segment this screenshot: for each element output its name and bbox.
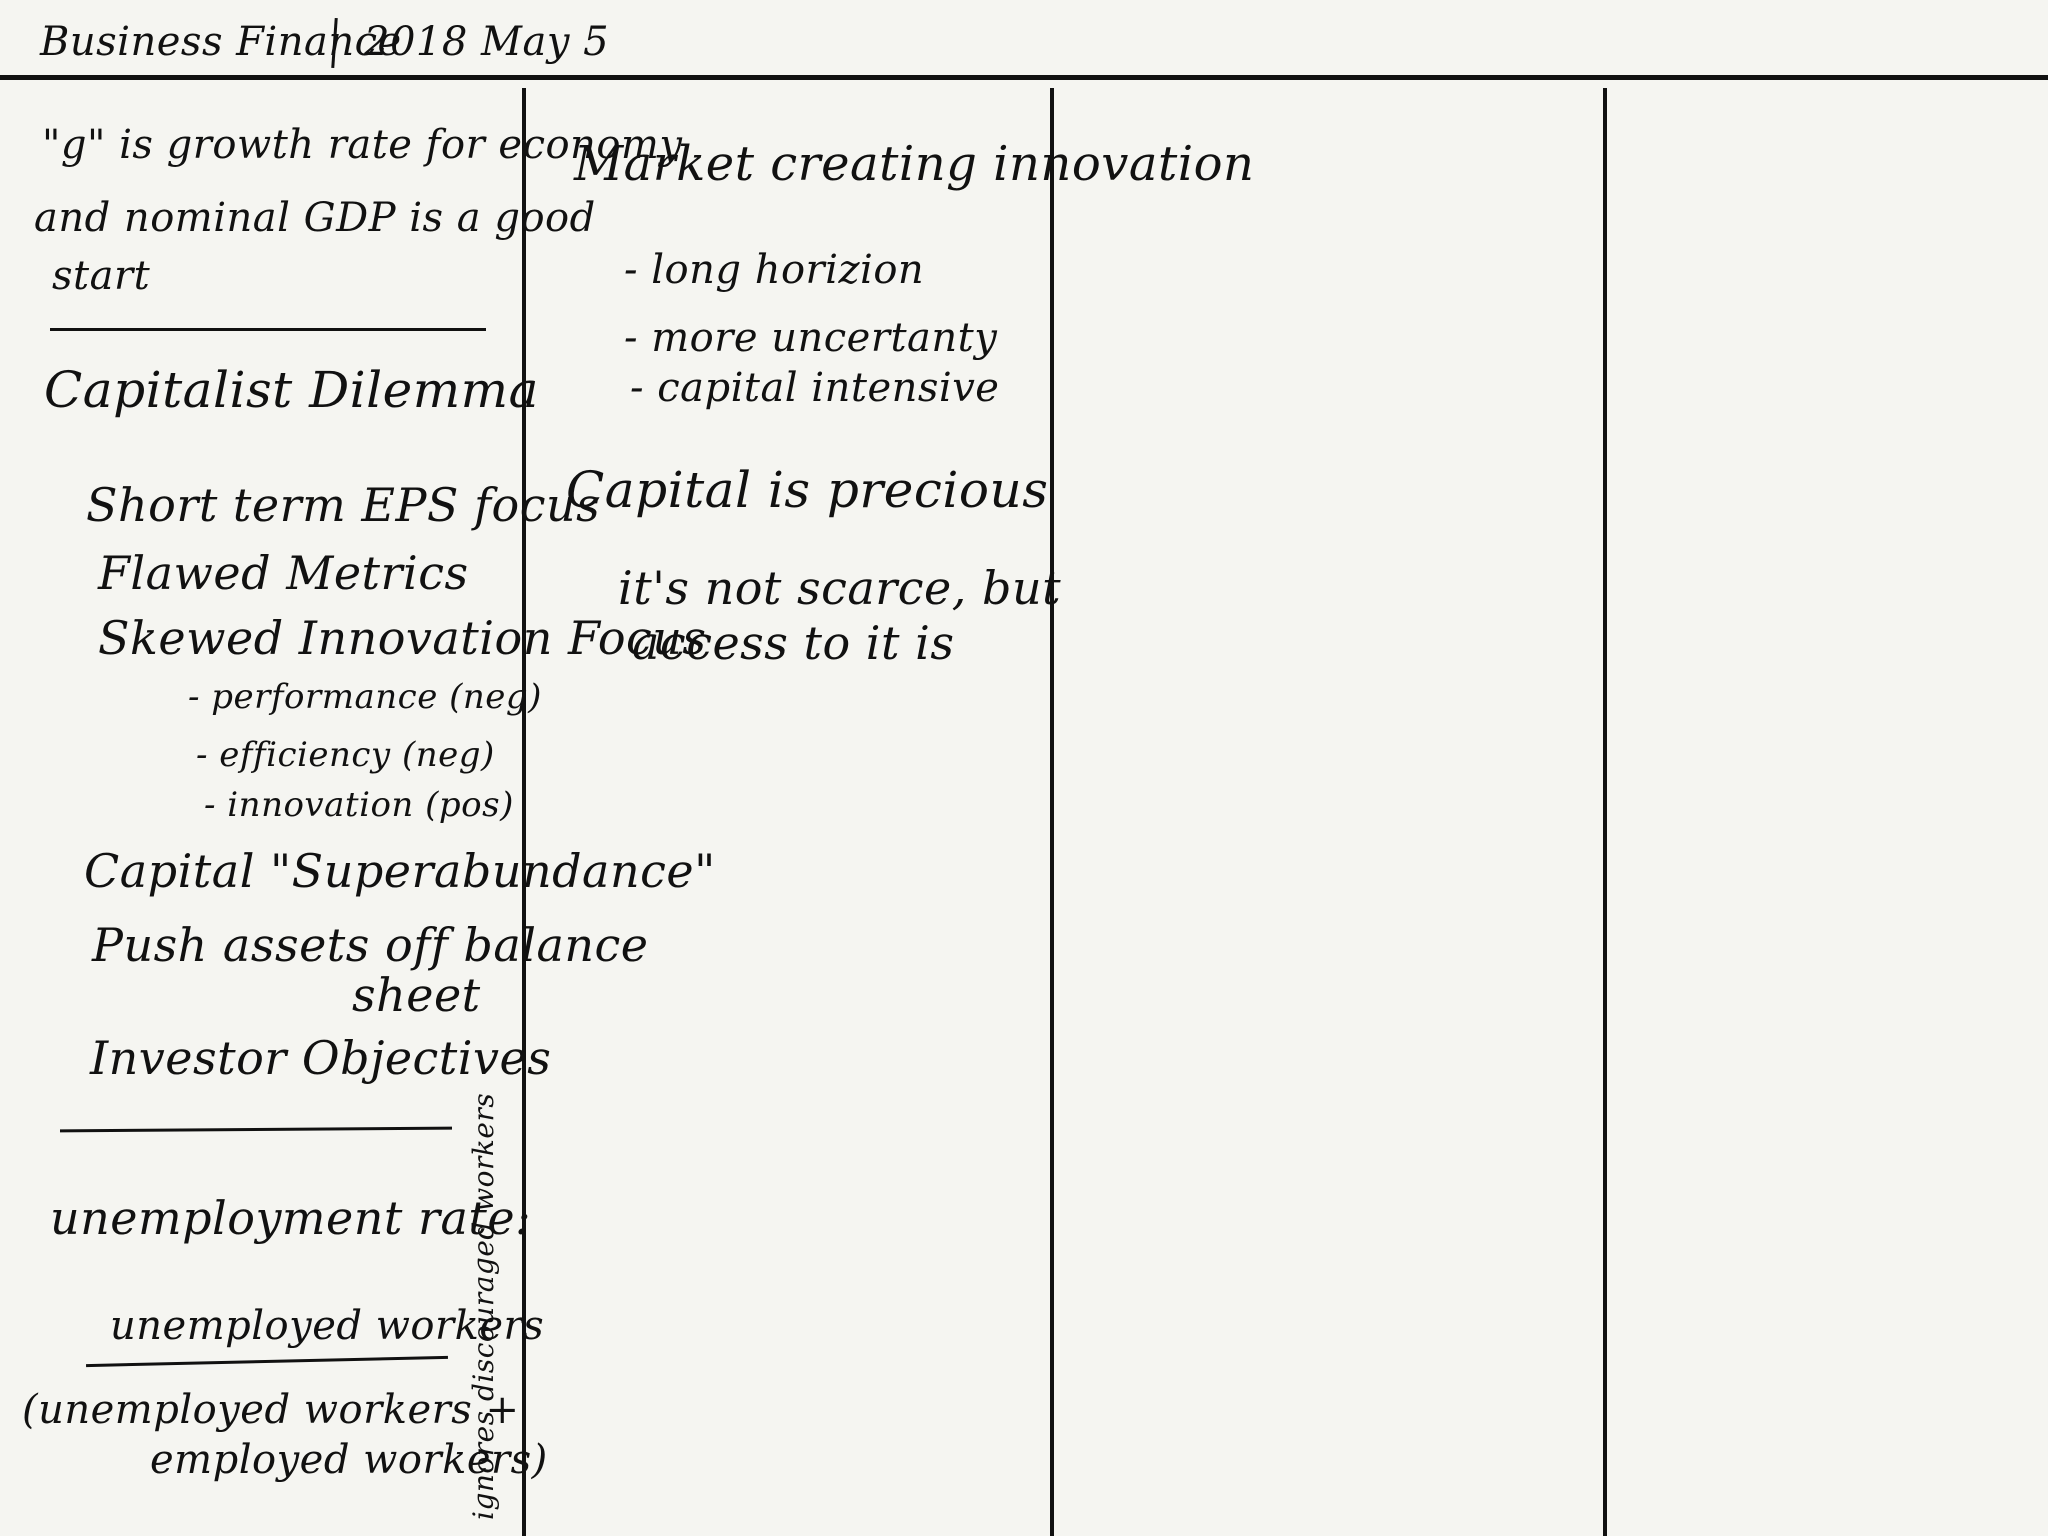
capital-note-line: access to it is — [632, 616, 955, 670]
innovation-focus-subitem: - innovation (pos) — [204, 785, 514, 825]
growth-rate-note-line: start — [52, 253, 151, 299]
fraction-denominator-line: employed workers) — [150, 1437, 548, 1483]
fraction-numerator: unemployed workers — [110, 1303, 545, 1349]
fraction-denominator-line: (unemployed workers + — [22, 1387, 520, 1433]
column-divider-2 — [1050, 88, 1054, 1536]
unemployment-rate-label: unemployment rate: — [50, 1191, 532, 1245]
innovation-bullet: - more uncertanty — [624, 315, 998, 361]
column-divider-3 — [1603, 88, 1607, 1536]
header-rule — [0, 75, 2048, 80]
innovation-focus-subitem: - performance (neg) — [188, 677, 542, 717]
fraction-bar — [86, 1355, 448, 1368]
growth-rate-note-line: and nominal GDP is a good — [34, 195, 596, 241]
innovation-bullet: - capital intensive — [630, 365, 1000, 411]
dilemma-item: Push assets off balance — [92, 918, 649, 972]
innovation-bullet: - long horizion — [624, 247, 925, 293]
dilemma-item: Investor Objectives — [90, 1031, 552, 1085]
dilemma-item-continuation: sheet — [352, 968, 481, 1022]
dilemma-item: Short term EPS focus — [86, 478, 601, 532]
capital-precious-heading: Capital is precious — [566, 461, 1049, 519]
note-date: 2018 May 5 — [364, 19, 610, 65]
dilemma-item: Flawed Metrics — [98, 546, 469, 600]
discouraged-workers-note: ignores discouraged workers — [467, 1092, 500, 1520]
notebook-title: Business Finance — [40, 19, 402, 65]
column-divider-1 — [522, 88, 526, 1536]
innovation-focus-subitem: - efficiency (neg) — [196, 735, 495, 775]
market-innovation-heading: Market creating innovation — [574, 136, 1255, 192]
growth-rate-note-line: "g" is growth rate for economy — [42, 122, 683, 168]
dilemma-item: Skewed Innovation Focus — [98, 611, 707, 665]
dilemma-item: Capital "Superabundance" — [84, 844, 716, 898]
section-separator — [59, 1126, 453, 1133]
section-separator — [50, 328, 486, 331]
capitalist-dilemma-heading: Capitalist Dilemma — [44, 361, 539, 419]
capital-note-line: it's not scarce, but — [618, 561, 1062, 615]
